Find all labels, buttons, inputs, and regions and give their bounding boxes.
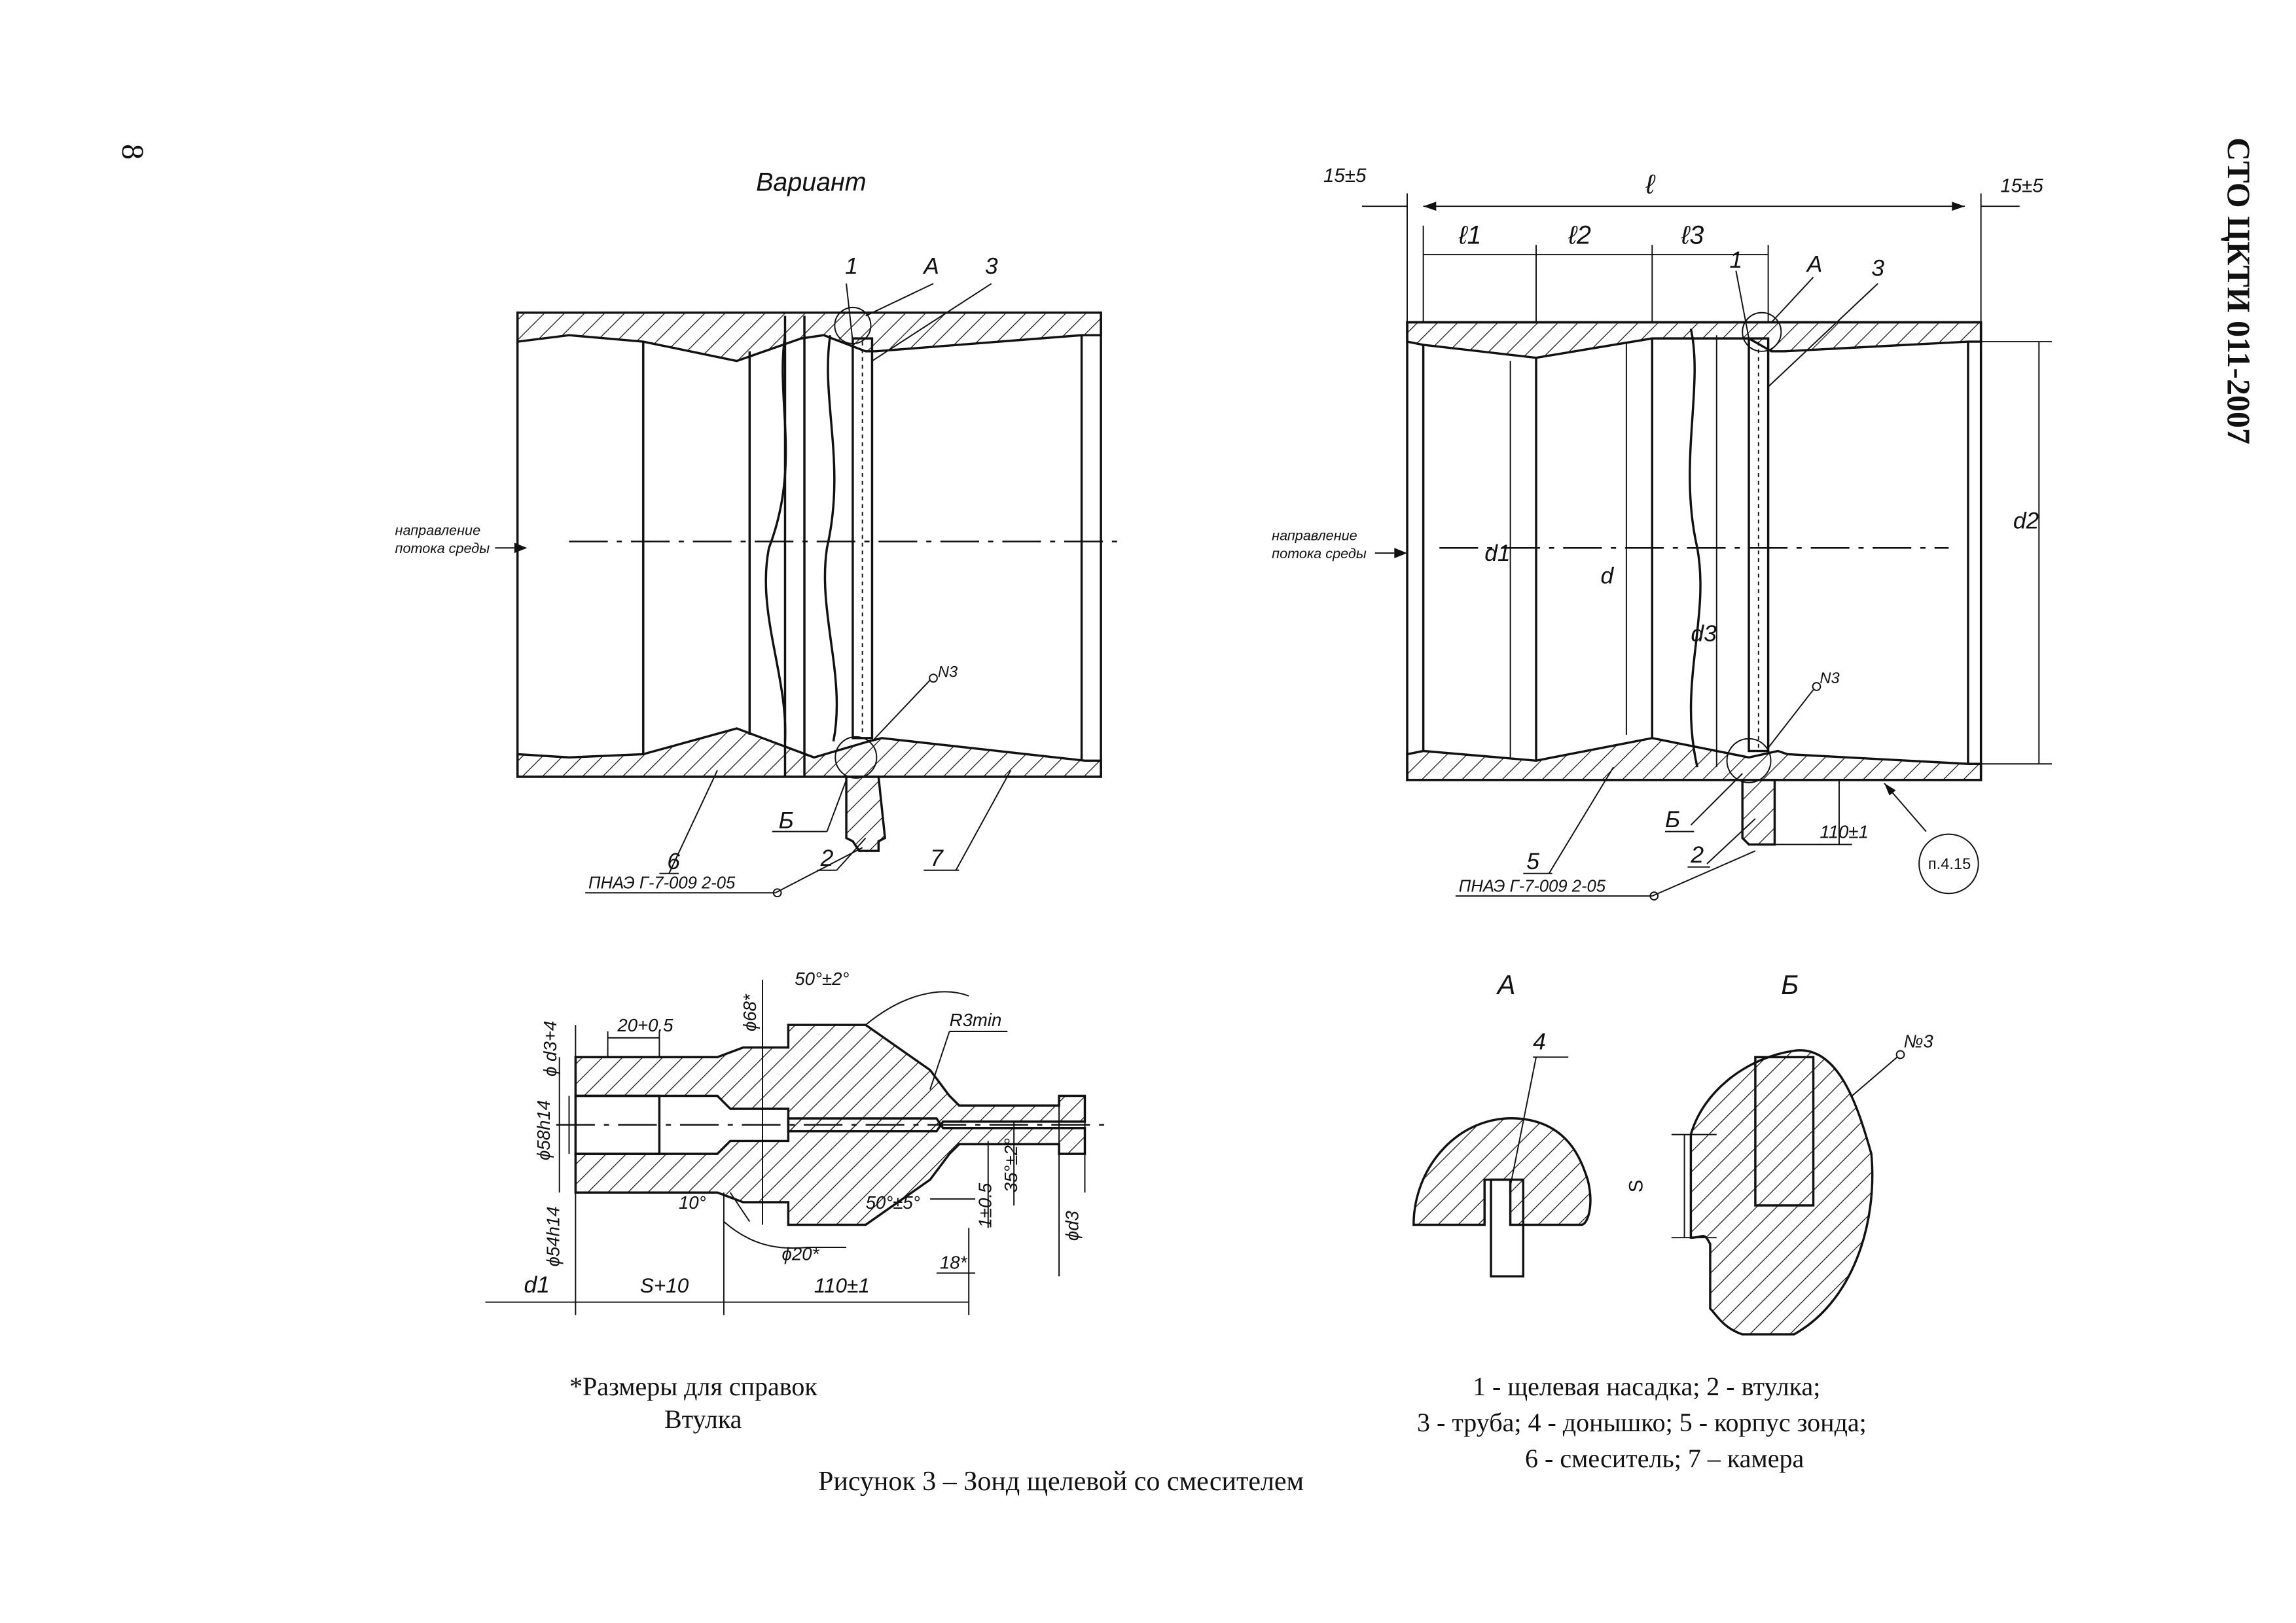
left-top-wall: [516, 312, 1102, 363]
svg-text:35°±2°: 35°±2°: [1001, 1138, 1021, 1192]
svg-text:110±1: 110±1: [814, 1274, 870, 1297]
svg-text:Б: Б: [779, 808, 794, 834]
left-bushing: [845, 776, 886, 852]
svg-text:1: 1: [1730, 247, 1743, 273]
left-standard-ref: ПНАЭ Г-7-009 2-05: [588, 874, 736, 892]
legend-line-2: 3 - труба; 4 - донышко; 5 - корпус зонда…: [1417, 1408, 1867, 1437]
figure-caption: Рисунок 3 – Зонд щелевой со смесителем: [818, 1467, 1304, 1497]
note-ref: п.4.15: [1928, 856, 1971, 873]
variant-title: Вариант: [756, 168, 866, 197]
svg-text:18*: 18*: [940, 1252, 968, 1272]
right-flow-label-2: потока среды: [1272, 545, 1367, 562]
svg-text:ϕ d3+4: ϕ d3+4: [540, 1021, 560, 1077]
bushing-drawing: 20+0.5 ϕ d3+4 ϕ58h14 ϕ54h14 ϕ68* 50°±2° …: [485, 969, 1111, 1315]
svg-text:50°±2°: 50°±2°: [795, 969, 849, 989]
svg-text:20+0.5: 20+0.5: [617, 1015, 673, 1035]
svg-text:15±5: 15±5: [2000, 175, 2043, 197]
svg-text:N3: N3: [1820, 670, 1839, 687]
svg-text:7: 7: [930, 845, 944, 871]
svg-text:S: S: [1626, 1180, 1647, 1193]
svg-text:15±5: 15±5: [1323, 165, 1367, 187]
svg-text:2: 2: [1690, 842, 1704, 868]
svg-text:6: 6: [667, 848, 680, 874]
svg-text:d1: d1: [1484, 540, 1510, 566]
svg-text:d2: d2: [2013, 508, 2039, 534]
svg-text:d1: d1: [524, 1272, 550, 1298]
svg-text:ϕd3: ϕd3: [1062, 1210, 1083, 1241]
svg-text:110±1: 110±1: [1820, 822, 1868, 842]
bushing-upper-half: [574, 1024, 1086, 1133]
svg-text:ϕ68*: ϕ68*: [740, 993, 760, 1031]
right-bottom-wall: [1406, 737, 1982, 781]
right-bushing: [1741, 779, 1776, 846]
right-probe-tube: [1748, 337, 1770, 753]
svg-text:ℓ: ℓ: [1645, 169, 1655, 200]
svg-text:5: 5: [1526, 848, 1539, 874]
svg-text:d3: d3: [1691, 620, 1717, 647]
right-assembly-drawing: ℓ 15±5 15±5 ℓ1 ℓ2 ℓ3 нап: [1272, 165, 2053, 901]
svg-text:А: А: [1496, 970, 1516, 1000]
bushing-name: Втулка: [664, 1404, 742, 1434]
svg-text:ℓ2: ℓ2: [1568, 221, 1591, 249]
svg-text:S+10: S+10: [640, 1274, 689, 1297]
bushing-note: *Размеры для справок: [569, 1372, 817, 1401]
right-standard-ref: ПНАЭ Г-7-009 2-05: [1459, 877, 1606, 895]
svg-text:А: А: [1806, 251, 1823, 277]
svg-text:1±0.5: 1±0.5: [975, 1183, 996, 1228]
svg-text:N3: N3: [938, 664, 958, 681]
svg-text:50°±5°: 50°±5°: [866, 1192, 920, 1213]
left-flow-label-2: потока среды: [395, 540, 490, 556]
svg-text:4: 4: [1533, 1029, 1546, 1055]
svg-text:№3: №3: [1903, 1031, 1933, 1052]
left-bottom-wall: [516, 727, 1102, 778]
svg-text:ϕ20*: ϕ20*: [782, 1244, 820, 1264]
svg-text:1: 1: [845, 253, 858, 279]
right-top-wall: [1406, 321, 1982, 359]
svg-text:3: 3: [985, 253, 998, 279]
right-flow-label-1: направление: [1272, 527, 1357, 543]
svg-text:ℓ1: ℓ1: [1458, 221, 1482, 249]
svg-text:ϕ54h14: ϕ54h14: [543, 1206, 564, 1266]
svg-text:10°: 10°: [679, 1192, 706, 1213]
drawing-content: Вариант направление потока среды 1 А: [395, 165, 2053, 1336]
detail-a-section: [1412, 1117, 1592, 1226]
svg-text:ℓ3: ℓ3: [1681, 221, 1704, 249]
svg-text:Б: Б: [1665, 806, 1680, 832]
legend-line-1: 1 - щелевая насадка; 2 - втулка;: [1473, 1372, 1821, 1401]
svg-text:3: 3: [1871, 255, 1884, 281]
svg-text:R3min: R3min: [950, 1010, 1002, 1030]
svg-text:А: А: [922, 253, 939, 279]
svg-text:ϕ58h14: ϕ58h14: [533, 1100, 554, 1160]
svg-text:d: d: [1601, 562, 1615, 588]
svg-text:2: 2: [820, 845, 834, 871]
left-flow-label-1: направление: [395, 522, 481, 539]
left-assembly-drawing: Вариант направление потока среды 1 А: [395, 168, 1124, 898]
detail-b-section: [1689, 1049, 1874, 1336]
details-a-b: А Б 4 S №3: [1412, 970, 1933, 1336]
left-body-outline: [516, 312, 1102, 778]
legend-line-3: 6 - смеситель; 7 – камера: [1525, 1444, 1804, 1473]
svg-text:Б: Б: [1781, 970, 1799, 1000]
